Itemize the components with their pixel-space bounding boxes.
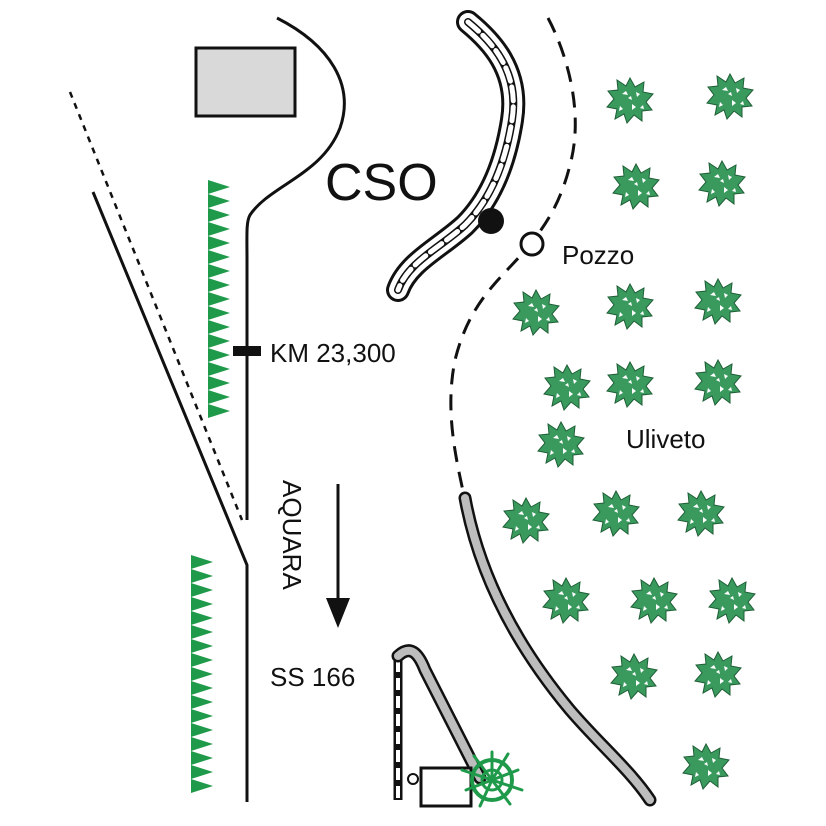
olive-tree-icon <box>706 73 754 120</box>
olive-tree-icon <box>542 577 590 624</box>
road-line-curve <box>245 16 346 520</box>
road-label: SS 166 <box>270 662 355 692</box>
olive-tree-icon <box>512 289 560 336</box>
cso-label: CSO <box>325 154 438 212</box>
olive-tree-icon <box>698 160 746 207</box>
well-circle-icon <box>519 231 545 257</box>
arrow-down-icon <box>326 598 350 628</box>
olive-tree-icon <box>630 577 678 624</box>
olive-tree-icon <box>537 421 585 468</box>
km-marker-label: KM 23,300 <box>270 338 396 368</box>
olive-tree-icon <box>694 651 742 698</box>
hedge-lower <box>191 555 213 793</box>
olive-tree-icon <box>606 77 654 124</box>
building <box>194 46 297 118</box>
km-marker-icon <box>233 346 261 356</box>
cso-dot-icon <box>478 208 504 234</box>
olive-tree-icon <box>694 359 742 406</box>
pozzo-label: Pozzo <box>562 240 634 270</box>
olive-tree-icon <box>502 497 550 544</box>
olive-tree-icon <box>694 278 742 325</box>
olive-tree-icon <box>682 743 730 790</box>
grey-channel-fill <box>461 494 654 804</box>
hedge-upper <box>208 180 230 418</box>
olive-tree-icon <box>543 364 591 411</box>
olive-tree-icon <box>606 361 654 408</box>
uliveto-label: Uliveto <box>626 424 705 454</box>
cso-channel <box>386 10 526 302</box>
bush-icon <box>460 750 524 808</box>
olive-tree-icon <box>708 577 756 624</box>
olive-tree-icon <box>592 490 640 537</box>
outfall-structure <box>391 644 487 808</box>
aquara-label: AQUARA <box>277 480 307 590</box>
olive-tree-icon <box>610 653 658 700</box>
road-line-left <box>91 191 249 802</box>
dotted-line <box>68 91 244 521</box>
olive-tree-icon <box>677 490 725 537</box>
olive-tree-icon <box>612 163 660 210</box>
olive-tree-icon <box>606 283 654 330</box>
